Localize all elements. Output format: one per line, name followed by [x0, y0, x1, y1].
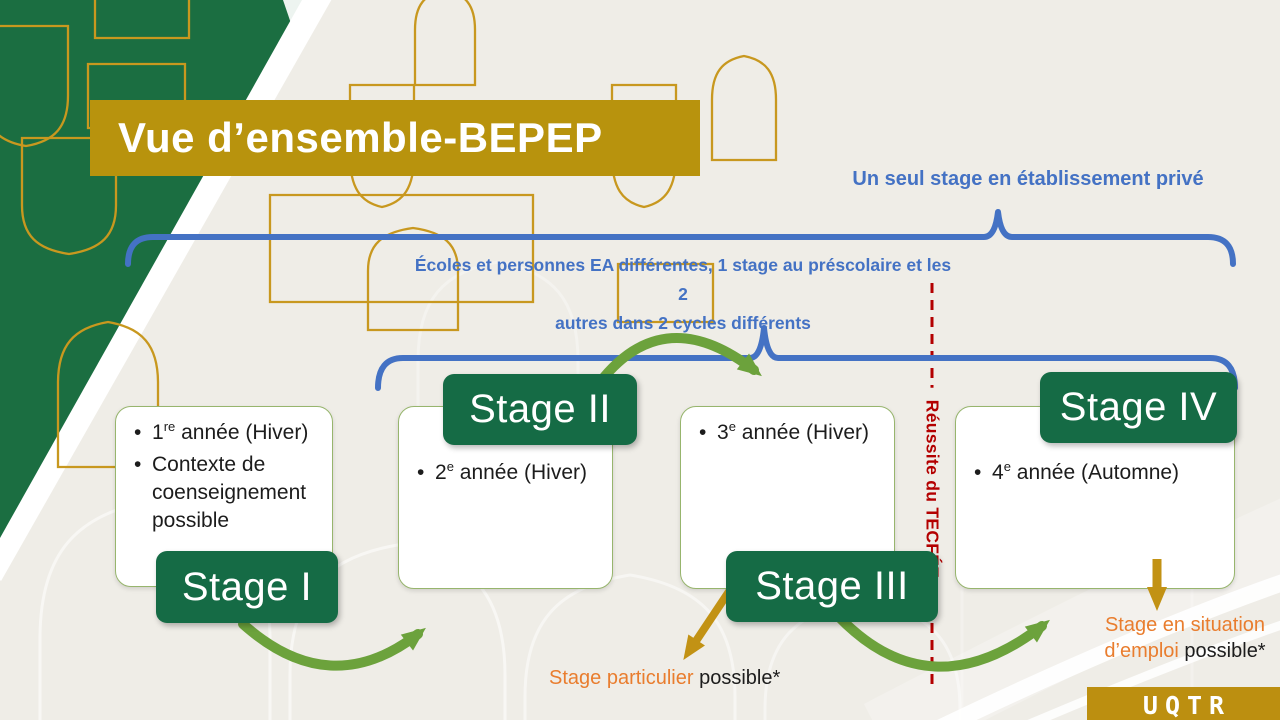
- uqtr-logo-text: UQTR: [1142, 690, 1232, 720]
- annotation-schools-line1: Écoles et personnes EA différentes, 1 st…: [414, 255, 952, 304]
- footnote-stage-emploi: Stage en situation d’emploi possible*: [1104, 614, 1266, 662]
- stage-4-label: Stage IV: [1040, 372, 1237, 443]
- stage-1-item-2: Contexte de coenseignement possible: [130, 451, 322, 535]
- page-title: Vue d’ensemble-BEPEP: [118, 114, 603, 161]
- stage-3-label: Stage III: [726, 551, 938, 622]
- annotation-private-stage: Un seul stage en établissement privé: [852, 168, 1204, 190]
- white-notch: [283, 0, 314, 44]
- stage-2-item-1: 2e année (Hiver): [413, 459, 602, 487]
- uqtr-logo: UQTR: [1087, 687, 1280, 720]
- title-banner: Vue d’ensemble-BEPEP: [90, 100, 700, 176]
- stage-1-item-1: 1re année (Hiver): [130, 419, 322, 447]
- stage-1-label: Stage I: [156, 551, 338, 623]
- arch-pattern-green: [0, 0, 191, 469]
- stage-4-item-1: 4e année (Automne): [970, 459, 1224, 487]
- annotation-schools-line2: autres dans 2 cycles différents: [555, 313, 811, 333]
- annotation-schools: Écoles et personnes EA différentes, 1 st…: [408, 251, 958, 338]
- arrow-stage3-to-stage4: [833, 611, 1050, 672]
- stage-2-label: Stage II: [443, 374, 637, 445]
- arrow-stage1-to-stage2: [238, 619, 426, 671]
- footnote-stage-particulier: Stage particulier possible*: [549, 667, 781, 689]
- stage-3-item-1: 3e année (Hiver): [695, 419, 884, 447]
